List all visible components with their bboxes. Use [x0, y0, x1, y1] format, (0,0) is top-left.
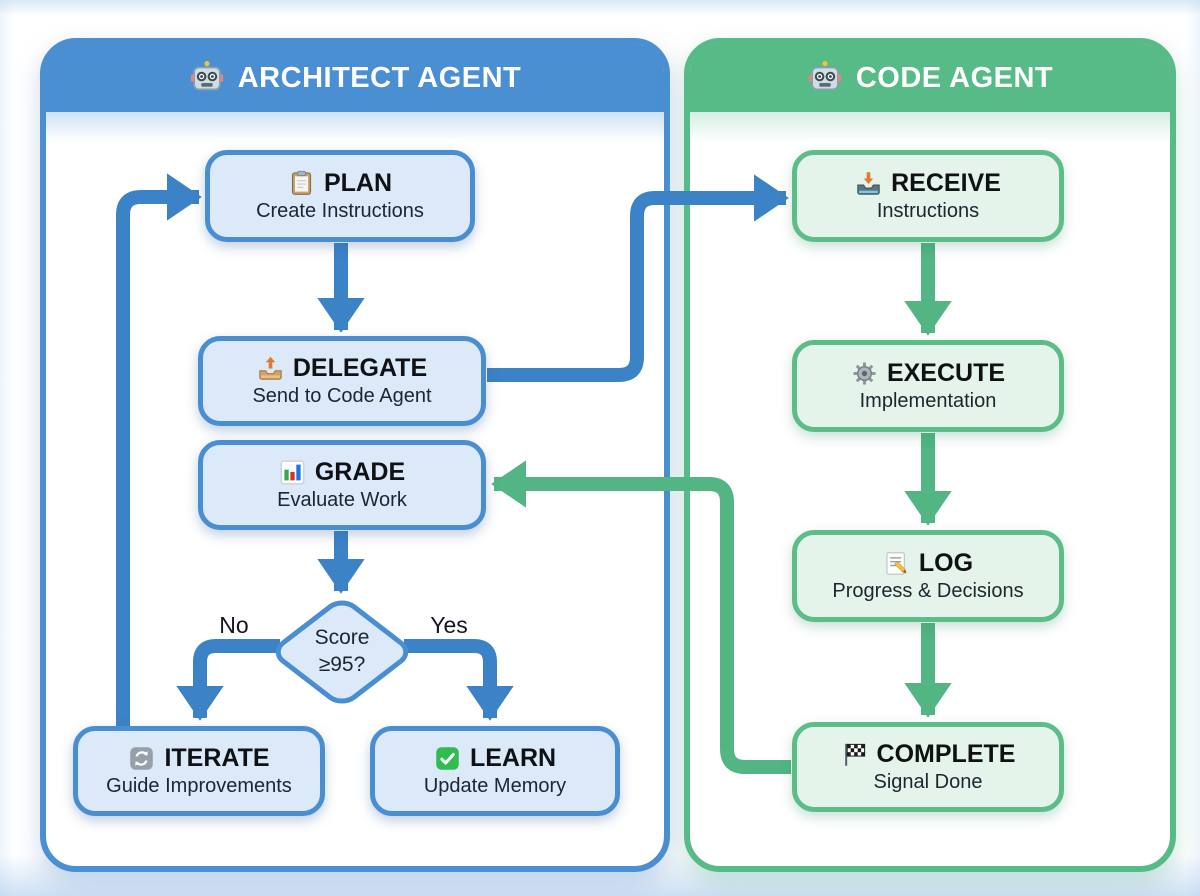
robot-icon	[189, 60, 225, 96]
architect-panel-title: ARCHITECT AGENT	[237, 61, 522, 94]
node-execute-subtitle: Implementation	[859, 390, 997, 413]
node-complete-subtitle: Signal Done	[873, 771, 983, 794]
node-grade-title: GRADE	[314, 457, 406, 486]
node-iterate-subtitle: Guide Improvements	[106, 775, 292, 798]
decision-question-line2: ≥95?	[318, 653, 366, 677]
node-execute: EXECUTE Implementation	[792, 340, 1064, 432]
node-grade: GRADE Evaluate Work	[198, 440, 486, 530]
node-receive: RECEIVE Instructions	[792, 150, 1064, 242]
node-receive-title: RECEIVE	[891, 168, 1001, 197]
decision-diamond	[271, 598, 413, 707]
node-log-title: LOG	[918, 548, 974, 577]
outbox-icon	[257, 355, 284, 382]
gear-icon	[851, 360, 878, 387]
node-log: LOG Progress & Decisions	[792, 530, 1064, 622]
node-grade-subtitle: Evaluate Work	[277, 489, 407, 512]
flag-icon	[841, 741, 868, 768]
code-panel-title: CODE AGENT	[855, 61, 1054, 94]
branch-yes-label: Yes	[430, 612, 468, 638]
inbox-icon	[855, 170, 882, 197]
node-complete-title: COMPLETE	[876, 739, 1016, 768]
arrow-decision-yes-to-learn	[404, 639, 514, 721]
node-delegate: DELEGATE Send to Code Agent	[198, 336, 486, 426]
branch-no-label: No	[219, 612, 249, 638]
decision-question-line1: Score	[314, 626, 370, 649]
node-receive-subtitle: Instructions	[876, 200, 980, 223]
repeat-icon	[128, 745, 155, 772]
bar-chart-icon	[279, 459, 306, 486]
arrow-decision-no-to-iterate	[176, 639, 280, 721]
clipboard-icon	[288, 170, 315, 197]
node-delegate-title: DELEGATE	[292, 353, 428, 382]
decision-question: Score ≥95?	[272, 624, 412, 679]
architect-header-fade	[46, 112, 664, 142]
arrow-iterate-to-plan	[116, 173, 202, 727]
memo-icon	[883, 550, 910, 577]
architect-panel-header: ARCHITECT AGENT	[46, 44, 664, 112]
code-header-fade	[690, 112, 1170, 142]
code-panel-header: CODE AGENT	[690, 44, 1170, 112]
node-iterate: ITERATE Guide Improvements	[73, 726, 325, 816]
arrow-complete-to-grade	[491, 460, 791, 774]
check-icon	[434, 745, 461, 772]
node-iterate-title: ITERATE	[164, 743, 270, 772]
node-learn-title: LEARN	[469, 743, 557, 772]
node-complete: COMPLETE Signal Done	[792, 722, 1064, 812]
node-plan-subtitle: Create Instructions	[256, 200, 424, 223]
node-plan-title: PLAN	[323, 168, 393, 197]
node-learn-subtitle: Update Memory	[423, 775, 567, 798]
arrow-delegate-to-receive	[487, 174, 789, 382]
robot-icon	[807, 60, 843, 96]
node-delegate-subtitle: Send to Code Agent	[252, 385, 432, 408]
node-plan: PLAN Create Instructions	[205, 150, 475, 242]
node-log-subtitle: Progress & Decisions	[832, 580, 1024, 603]
node-execute-title: EXECUTE	[886, 358, 1006, 387]
node-learn: LEARN Update Memory	[370, 726, 620, 816]
